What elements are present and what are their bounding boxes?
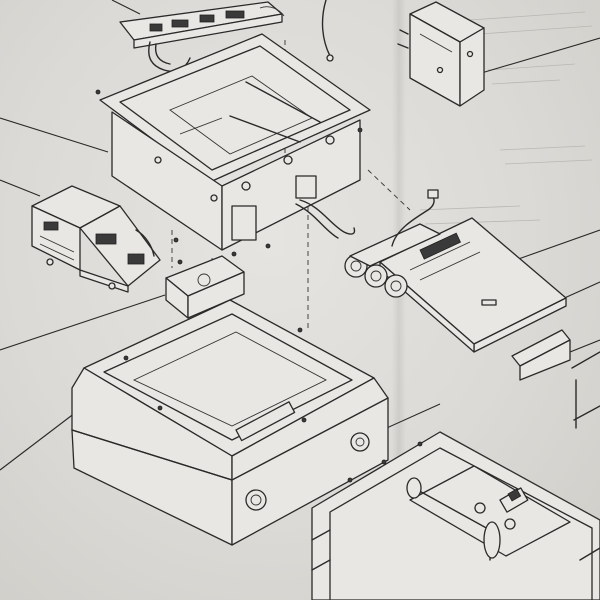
top-chassis-frame [95, 33, 371, 251]
lower-housing-case [71, 299, 389, 546]
open-housing-case [311, 431, 600, 600]
side-bracket [511, 329, 600, 429]
page-fold-shadow [392, 0, 406, 600]
bleed-through-lines [419, 11, 593, 225]
battery-and-pcb-assembly [344, 189, 567, 353]
small-bracket-plate [165, 251, 245, 319]
left-circuit-module [31, 185, 161, 293]
connector-circuit-board [119, 0, 334, 72]
side-electronics-box [397, 1, 485, 107]
